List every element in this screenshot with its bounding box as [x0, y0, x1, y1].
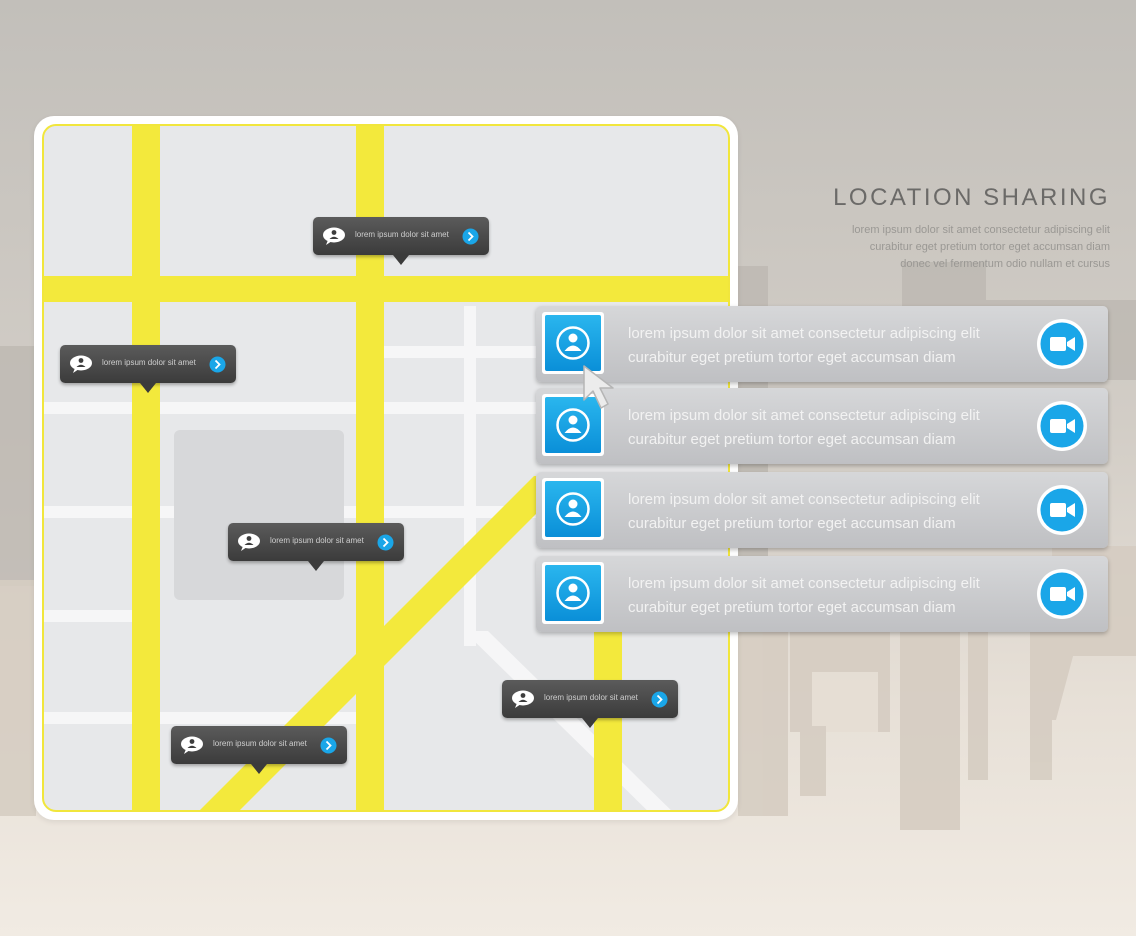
- subtitle-line-1: lorem ipsum dolor sit amet consectetur a…: [851, 224, 1110, 236]
- location-pin-5[interactable]: lorem ipsum dolor sit amet: [171, 726, 347, 774]
- video-call-icon[interactable]: [1036, 400, 1088, 452]
- page-title: LOCATION SHARING: [833, 184, 1110, 211]
- contact-line-2: curabitur eget pretium tortor eget accum…: [628, 515, 956, 532]
- chat-person-icon: [512, 690, 534, 708]
- location-pin-1[interactable]: lorem ipsum dolor sit amet: [313, 217, 489, 265]
- contact-description: lorem ipsum dolor sit amet consectetur a…: [628, 322, 980, 370]
- location-pin-3[interactable]: lorem ipsum dolor sit amet: [228, 523, 404, 571]
- chat-person-icon: [323, 227, 345, 245]
- chat-person-icon: [70, 355, 92, 373]
- chevron-right-icon[interactable]: [320, 737, 337, 754]
- chevron-right-icon[interactable]: [377, 534, 394, 551]
- chat-person-icon: [238, 533, 260, 551]
- contact-line-2: curabitur eget pretium tortor eget accum…: [628, 431, 956, 448]
- user-icon: [556, 492, 590, 526]
- pin-label: lorem ipsum dolor sit amet: [270, 536, 364, 545]
- contact-line-1: lorem ipsum dolor sit amet consectetur a…: [628, 325, 980, 342]
- location-pin-2[interactable]: lorem ipsum dolor sit amet: [60, 345, 236, 393]
- contact-line-1: lorem ipsum dolor sit amet consectetur a…: [628, 491, 980, 508]
- video-call-icon[interactable]: [1036, 568, 1088, 620]
- contact-line-1: lorem ipsum dolor sit amet consectetur a…: [628, 575, 980, 592]
- contact-line-2: curabitur eget pretium tortor eget accum…: [628, 349, 956, 366]
- pin-label: lorem ipsum dolor sit amet: [102, 358, 196, 367]
- avatar[interactable]: [542, 394, 604, 456]
- location-sharing-header: LOCATION SHARING lorem ipsum dolor sit a…: [833, 184, 1110, 273]
- chat-person-icon: [181, 736, 203, 754]
- contact-description: lorem ipsum dolor sit amet consectetur a…: [628, 488, 980, 536]
- chevron-right-icon[interactable]: [209, 356, 226, 373]
- avatar[interactable]: [542, 562, 604, 624]
- pin-label: lorem ipsum dolor sit amet: [213, 739, 307, 748]
- map-block: [174, 430, 344, 600]
- contact-card-3[interactable]: lorem ipsum dolor sit amet consectetur a…: [536, 472, 1108, 548]
- pin-label: lorem ipsum dolor sit amet: [544, 693, 638, 702]
- contact-card-1[interactable]: lorem ipsum dolor sit amet consectetur a…: [536, 306, 1108, 382]
- video-call-icon[interactable]: [1036, 318, 1088, 370]
- chevron-right-icon[interactable]: [651, 691, 668, 708]
- user-icon: [556, 326, 590, 360]
- video-call-icon[interactable]: [1036, 484, 1088, 536]
- subtitle-line-3: donec vel fermentum odio nullam et cursu…: [900, 258, 1110, 270]
- contact-description: lorem ipsum dolor sit amet consectetur a…: [628, 404, 980, 452]
- page-subtitle: lorem ipsum dolor sit amet consectetur a…: [833, 222, 1110, 273]
- user-icon: [556, 408, 590, 442]
- avatar[interactable]: [542, 312, 604, 374]
- contact-line-2: curabitur eget pretium tortor eget accum…: [628, 599, 956, 616]
- contact-line-1: lorem ipsum dolor sit amet consectetur a…: [628, 407, 980, 424]
- user-icon: [556, 576, 590, 610]
- map-roads: [44, 126, 728, 810]
- mouse-cursor-icon: [583, 365, 614, 409]
- contact-description: lorem ipsum dolor sit amet consectetur a…: [628, 572, 980, 620]
- contact-card-4[interactable]: lorem ipsum dolor sit amet consectetur a…: [536, 556, 1108, 632]
- chevron-right-icon[interactable]: [462, 228, 479, 245]
- pin-label: lorem ipsum dolor sit amet: [355, 230, 449, 239]
- location-pin-4[interactable]: lorem ipsum dolor sit amet: [502, 680, 678, 728]
- subtitle-line-2: curabitur eget pretium tortor eget accum…: [869, 241, 1110, 253]
- contact-card-2[interactable]: lorem ipsum dolor sit amet consectetur a…: [536, 388, 1108, 464]
- avatar[interactable]: [542, 478, 604, 540]
